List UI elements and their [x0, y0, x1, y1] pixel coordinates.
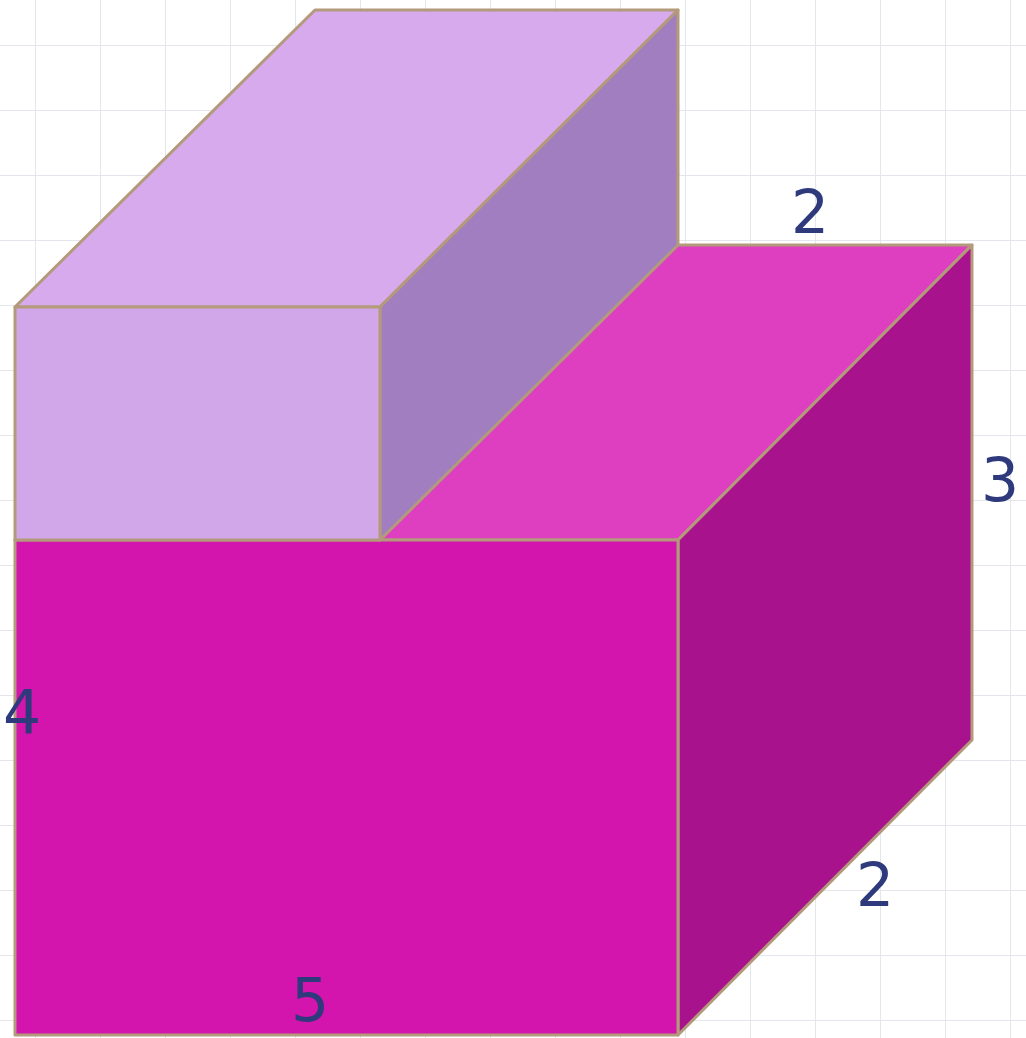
- dimension-label: 2: [791, 182, 829, 242]
- dimension-label: 5: [291, 970, 329, 1030]
- dimension-label: 3: [981, 450, 1019, 510]
- big-box-front: [15, 540, 678, 1035]
- dimension-label: 2: [856, 855, 894, 915]
- big-box-side: [678, 245, 972, 1035]
- small-box-side: [380, 10, 678, 540]
- dimension-label: 4: [3, 682, 41, 742]
- small-box-front: [15, 307, 380, 540]
